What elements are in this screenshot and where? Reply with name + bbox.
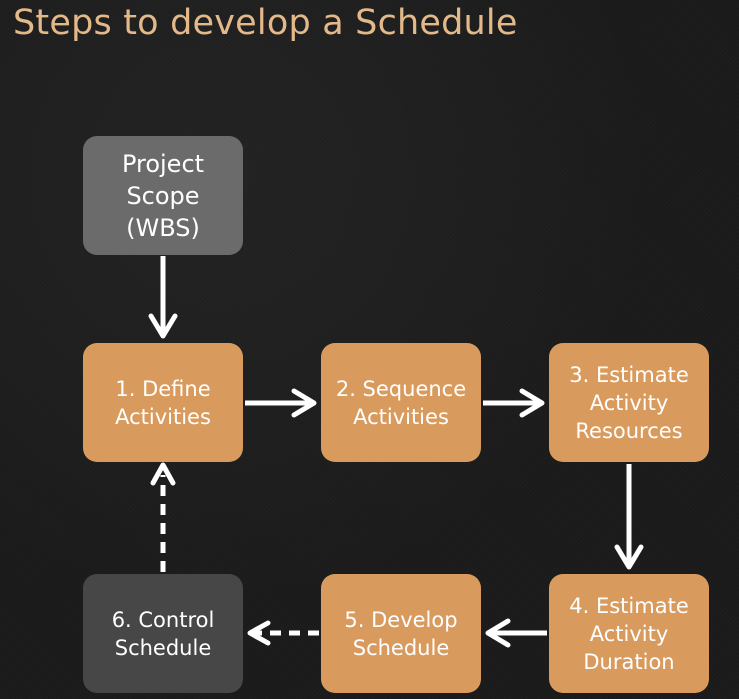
node-define-activities-label: 1. Define Activities xyxy=(115,376,211,429)
node-estimate-activity-duration: 4. Estimate Activity Duration xyxy=(549,574,709,693)
arrowhead-control-to-define xyxy=(150,462,176,486)
arrowhead-resources-to-duration xyxy=(614,544,644,570)
node-project-scope-label: Project Scope (WBS) xyxy=(121,149,205,242)
node-control-schedule: 6. Control Schedule xyxy=(83,574,243,693)
arrowhead-develop-to-control xyxy=(247,620,271,646)
node-develop-schedule: 5. Develop Schedule xyxy=(321,574,481,693)
node-estimate-activity-resources-label: 3. Estimate Activity Resources xyxy=(569,362,689,443)
arrowhead-sequence-to-resources xyxy=(519,388,545,418)
arrowhead-define-to-sequence xyxy=(291,388,317,418)
arrowhead-duration-to-develop xyxy=(485,618,511,648)
node-project-scope: Project Scope (WBS) xyxy=(83,136,243,255)
node-estimate-activity-resources: 3. Estimate Activity Resources xyxy=(549,343,709,462)
node-estimate-activity-duration-label: 4. Estimate Activity Duration xyxy=(569,593,689,674)
node-sequence-activities: 2. Sequence Activities xyxy=(321,343,481,462)
arrowhead-scope-to-define xyxy=(148,313,178,339)
slide-title: Steps to develop a Schedule xyxy=(13,3,518,43)
node-sequence-activities-label: 2. Sequence Activities xyxy=(335,376,467,429)
node-develop-schedule-label: 5. Develop Schedule xyxy=(344,607,458,660)
node-define-activities: 1. Define Activities xyxy=(83,343,243,462)
node-control-schedule-label: 6. Control Schedule xyxy=(111,607,215,660)
